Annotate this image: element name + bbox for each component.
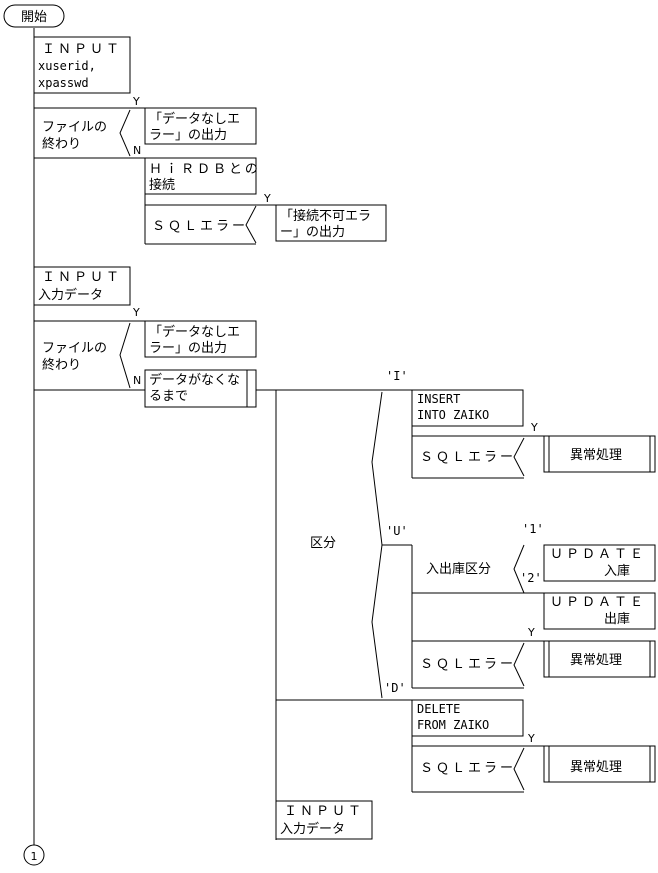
update-nyuko-box: ＵＰＤＡＴＥ 入庫 xyxy=(543,544,656,582)
input-box-1: ＩＮＰＵＴ xuserid, xpasswd xyxy=(33,36,131,94)
nodata-error-box-2: 「データなしエ ラー」の出力 xyxy=(144,320,257,358)
connect-error-box: 「接続不可エラ ー」の出力 xyxy=(275,204,387,242)
sql-error-condition-i: ＳＱＬエラー Y xyxy=(412,421,544,479)
cond2-no: N xyxy=(133,374,141,387)
update2-line2: 出庫 xyxy=(604,612,630,627)
start-label: 開始 xyxy=(21,10,47,25)
cond1-yes: Y xyxy=(132,95,140,108)
nodata-error-box-1: 「データなしエ ラー」の出力 xyxy=(144,107,257,145)
cond2-line2: 終わり xyxy=(42,357,81,373)
input-box-2: ＩＮＰＵＴ 入力データ xyxy=(33,266,131,306)
loop-box: データがなくな るまで xyxy=(144,369,257,408)
sql-error-condition-1: ＳＱＬエラー Y xyxy=(145,192,276,245)
sqlerr1-yes: Y xyxy=(263,192,271,205)
cond1-line1: ファイルの xyxy=(42,120,107,135)
nodata2-line1: 「データなしエ xyxy=(149,324,240,340)
sqlerr-i-yes: Y xyxy=(530,421,538,434)
insert-line2: INTO ZAIKO xyxy=(417,408,489,422)
delete-line1: DELETE xyxy=(417,702,460,716)
sqlerr-d-yes: Y xyxy=(527,732,535,745)
update2-line1: ＵＰＤＡＴＥ xyxy=(550,595,646,610)
input2-line1: ＩＮＰＵＴ xyxy=(42,270,122,285)
insert-box: INSERT INTO ZAIKO xyxy=(411,389,524,427)
input-box-3: ＩＮＰＵＴ 入力データ xyxy=(275,800,373,840)
input3-line1: ＩＮＰＵＴ xyxy=(284,804,364,819)
case-u-label: 'U' xyxy=(386,524,408,538)
connerr-line2: ー」の出力 xyxy=(280,225,345,240)
connect-line2: 接続 xyxy=(149,177,175,193)
nyushukko-label: 入出庫区分 xyxy=(426,562,491,577)
loop-line2: るまで xyxy=(149,389,188,404)
update1-line2: 入庫 xyxy=(604,564,630,579)
abnormal-box-i: 異常処理 xyxy=(543,435,656,473)
delete-box: DELETE FROM ZAIKO xyxy=(411,699,524,737)
abnormal-box-d: 異常処理 xyxy=(543,745,656,783)
case-d-label: 'D' xyxy=(384,681,406,695)
sql-error-condition-d: ＳＱＬエラー Y xyxy=(412,732,544,793)
abnormal-u-label: 異常処理 xyxy=(570,653,622,668)
start-terminal: 開始 xyxy=(3,4,65,28)
input1-line2: xuserid, xyxy=(38,59,96,73)
nodata1-line1: 「データなしエ xyxy=(149,111,240,127)
sqlerr-d-label: ＳＱＬエラー xyxy=(420,761,516,776)
case-i-label: 'I' xyxy=(386,369,408,383)
insert-line1: INSERT xyxy=(417,392,460,406)
sqlerr-u-label: ＳＱＬエラー xyxy=(420,657,516,672)
kubun-label: 区分 xyxy=(310,536,336,551)
sqlerr1-label: ＳＱＬエラー xyxy=(152,219,248,234)
input2-line2: 入力データ xyxy=(38,287,103,303)
abnormal-box-u: 異常処理 xyxy=(543,640,656,678)
case-1-label: '1' xyxy=(522,522,544,536)
loop-line1: データがなくな xyxy=(149,372,240,388)
update1-line1: ＵＰＤＡＴＥ xyxy=(550,547,646,562)
input1-line3: xpasswd xyxy=(38,76,89,90)
input1-line1: ＩＮＰＵＴ xyxy=(42,42,122,57)
cond1-no: N xyxy=(133,144,141,157)
end-connector: 1 xyxy=(23,844,45,866)
connerr-line1: 「接続不可エラ xyxy=(280,208,371,224)
connect-box: ＨｉＲＤＢとの 接続 xyxy=(144,157,261,195)
case-kubun: 区分 'I' 'U' 'D' xyxy=(276,369,412,701)
abnormal-i-label: 異常処理 xyxy=(570,448,622,463)
cond2-line1: ファイルの xyxy=(42,341,107,356)
input3-line2: 入力データ xyxy=(280,821,345,837)
nodata2-line2: ラー」の出力 xyxy=(149,341,227,356)
nyushukko-condition: 入出庫区分 '1' '2' xyxy=(412,522,544,594)
nodata1-line2: ラー」の出力 xyxy=(149,128,227,143)
cond1-line2: 終わり xyxy=(42,136,81,152)
connector-label: 1 xyxy=(31,850,38,863)
connect-line1: ＨｉＲＤＢとの xyxy=(149,162,261,177)
delete-line2: FROM ZAIKO xyxy=(417,718,489,732)
update-shukko-box: ＵＰＤＡＴＥ 出庫 xyxy=(543,592,656,630)
case-2-label: '2' xyxy=(520,571,542,585)
sqlerr-i-label: ＳＱＬエラー xyxy=(420,450,516,465)
sqlerr-u-yes: Y xyxy=(527,626,535,639)
cond2-yes: Y xyxy=(132,306,140,319)
abnormal-d-label: 異常処理 xyxy=(570,760,622,775)
sql-error-condition-u: ＳＱＬエラー Y xyxy=(412,626,544,689)
